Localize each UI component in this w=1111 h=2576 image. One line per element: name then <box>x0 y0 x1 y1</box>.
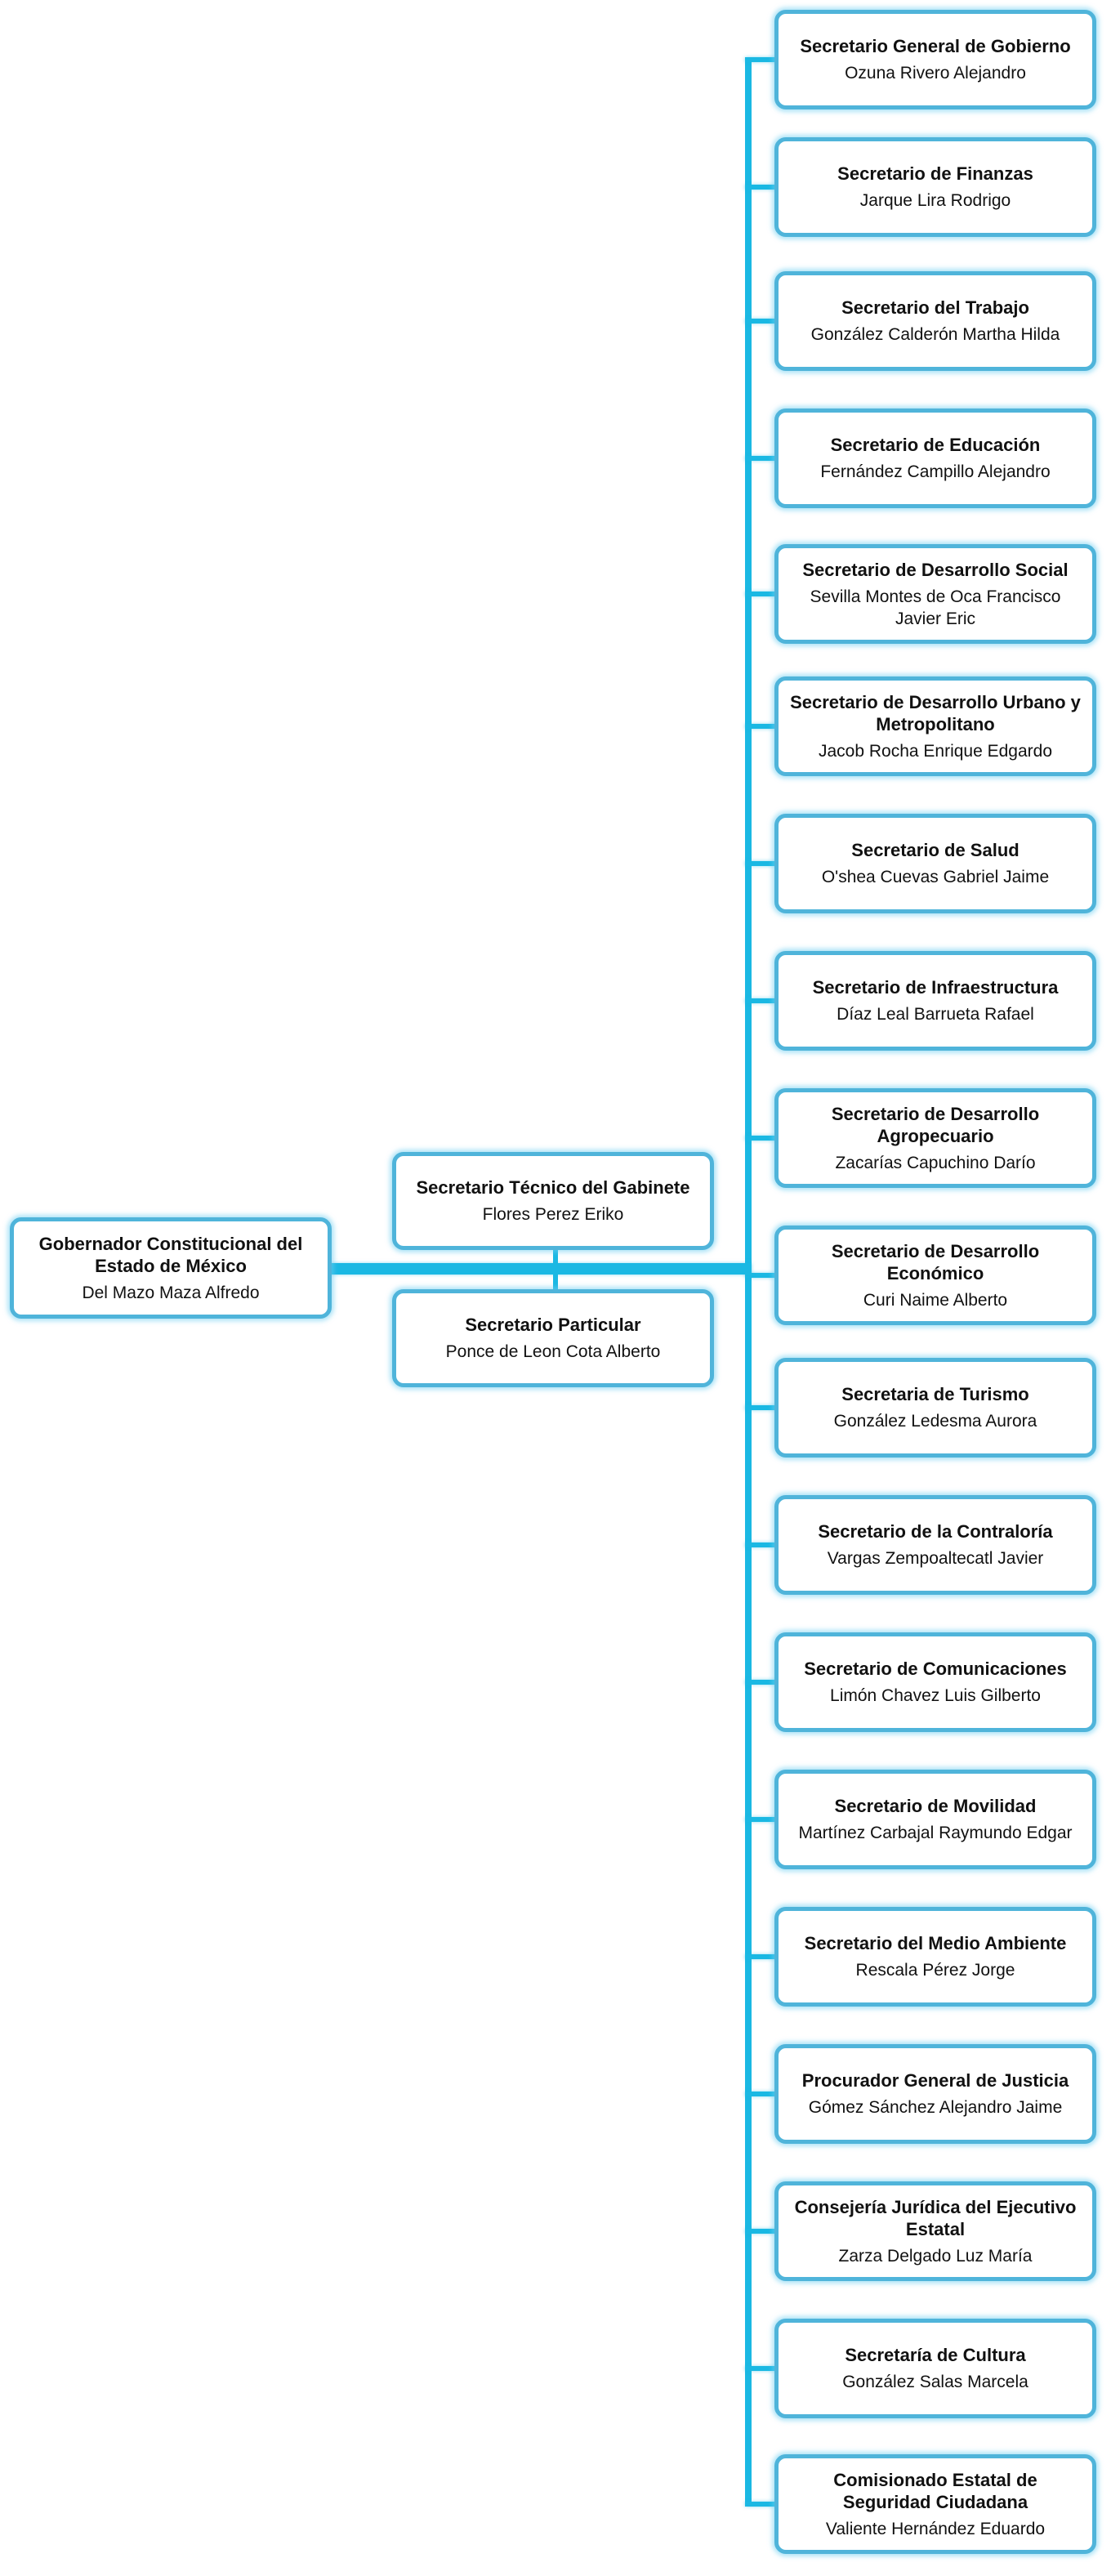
main-spine <box>745 57 752 2507</box>
branch-connector <box>745 1136 778 1141</box>
position-title: Secretario de Infraestructura <box>812 977 1059 998</box>
position-title: Secretario de Desarrollo Económico <box>831 1240 1040 1284</box>
position-title: Secretario de Desarrollo Social <box>802 559 1069 580</box>
branch-connector <box>745 592 778 596</box>
position-title: Secretario de Salud <box>851 840 1020 860</box>
position-title: Secretario de Finanzas <box>837 163 1033 184</box>
branch-connector <box>745 1817 778 1822</box>
person-name: Vargas Zempoaltecatl Javier <box>827 1549 1044 1568</box>
secretary-box[interactable]: Secretario de Desarrollo Urbano y Metrop… <box>774 676 1096 776</box>
position-title: Secretario de la Contraloría <box>818 1521 1053 1542</box>
position-title: Secretario de Desarrollo Agropecuario <box>831 1103 1040 1146</box>
branch-connector <box>745 1542 778 1547</box>
person-name: Valiente Hernández Eduardo <box>825 2519 1046 2538</box>
person-name: Rescala Pérez Jorge <box>855 1961 1015 1980</box>
branch-connector <box>745 724 778 729</box>
person-name: Limón Chavez Luis Gilberto <box>830 1686 1041 1705</box>
branch-connector <box>745 185 778 190</box>
person-name: Fernández Campillo Alejandro <box>820 462 1051 481</box>
branch-connector <box>745 1405 778 1410</box>
branch-connector <box>745 2229 778 2234</box>
trunk-connector <box>330 1263 752 1275</box>
position-title: Secretaría de Cultura <box>845 2345 1026 2365</box>
person-name: Ozuna Rivero Alejandro <box>845 64 1026 83</box>
branch-connector <box>745 57 778 62</box>
branch-connector <box>745 861 778 866</box>
branch-connector <box>745 2092 778 2096</box>
governor-box[interactable]: Gobernador Constitucional del Estado de … <box>10 1217 332 1319</box>
person-name: Curi Naime Alberto <box>863 1290 1008 1310</box>
person-name: González Salas Marcela <box>842 2373 1028 2391</box>
branch-connector <box>745 2366 778 2371</box>
person-name: Flores Perez Eriko <box>482 1205 624 1224</box>
person-name: Zarza Delgado Luz María <box>838 2246 1033 2266</box>
branch-connector <box>745 2502 778 2507</box>
branch-connector <box>745 456 778 461</box>
person-name: Jarque Lira Rodrigo <box>859 191 1011 210</box>
position-title: Gobernador Constitucional del Estado de … <box>38 1233 303 1276</box>
position-title: Secretario del Trabajo <box>841 297 1029 318</box>
person-name: O'shea Cuevas Gabriel Jaime <box>821 868 1050 886</box>
position-title: Secretario General de Gobierno <box>800 36 1071 56</box>
position-title: Procurador General de Justicia <box>801 2070 1069 2091</box>
branch-connector <box>745 998 778 1003</box>
person-name: Ponce de Leon Cota Alberto <box>445 1342 661 1361</box>
position-title: Consejería Jurídica del Ejecutivo Estata… <box>794 2196 1077 2239</box>
person-name: Del Mazo Maza Alfredo <box>82 1283 260 1302</box>
person-name: Sevilla Montes de Oca Francisco Javier E… <box>810 587 1061 628</box>
person-name: Martínez Carbajal Raymundo Edgar <box>798 1824 1073 1842</box>
branch-connector <box>745 1680 778 1685</box>
person-name: Jacob Rocha Enrique Edgardo <box>818 741 1053 761</box>
position-title: Secretario de Movilidad <box>834 1796 1037 1816</box>
person-name: Zacarías Capuchino Darío <box>835 1153 1036 1172</box>
position-title: Secretaria de Turismo <box>841 1384 1029 1404</box>
position-title: Secretario Técnico del Gabinete <box>416 1177 690 1198</box>
position-title: Secretario del Medio Ambiente <box>804 1933 1067 1953</box>
position-title: Secretario de Desarrollo Urbano y Metrop… <box>790 691 1081 734</box>
position-title: Secretario de Comunicaciones <box>804 1659 1067 1679</box>
position-title: Secretario Particular <box>465 1315 641 1335</box>
position-title: Secretario de Educación <box>830 435 1041 455</box>
person-name: Gómez Sánchez Alejandro Jaime <box>808 2098 1063 2117</box>
person-name: Díaz Leal Barrueta Rafael <box>837 1005 1034 1024</box>
person-name: González Calderón Martha Hilda <box>810 325 1060 344</box>
branch-connector <box>745 1954 778 1959</box>
secretary-box[interactable]: Consejería Jurídica del Ejecutivo Estata… <box>774 2181 1096 2281</box>
person-name: González Ledesma Aurora <box>833 1412 1037 1431</box>
position-title: Comisionado Estatal de Seguridad Ciudada… <box>833 2469 1037 2512</box>
branch-connector <box>745 319 778 324</box>
branch-connector <box>745 1273 778 1278</box>
secretary-box[interactable]: Comisionado Estatal de Seguridad Ciudada… <box>774 2454 1096 2554</box>
assistant-connector <box>553 1248 558 1294</box>
